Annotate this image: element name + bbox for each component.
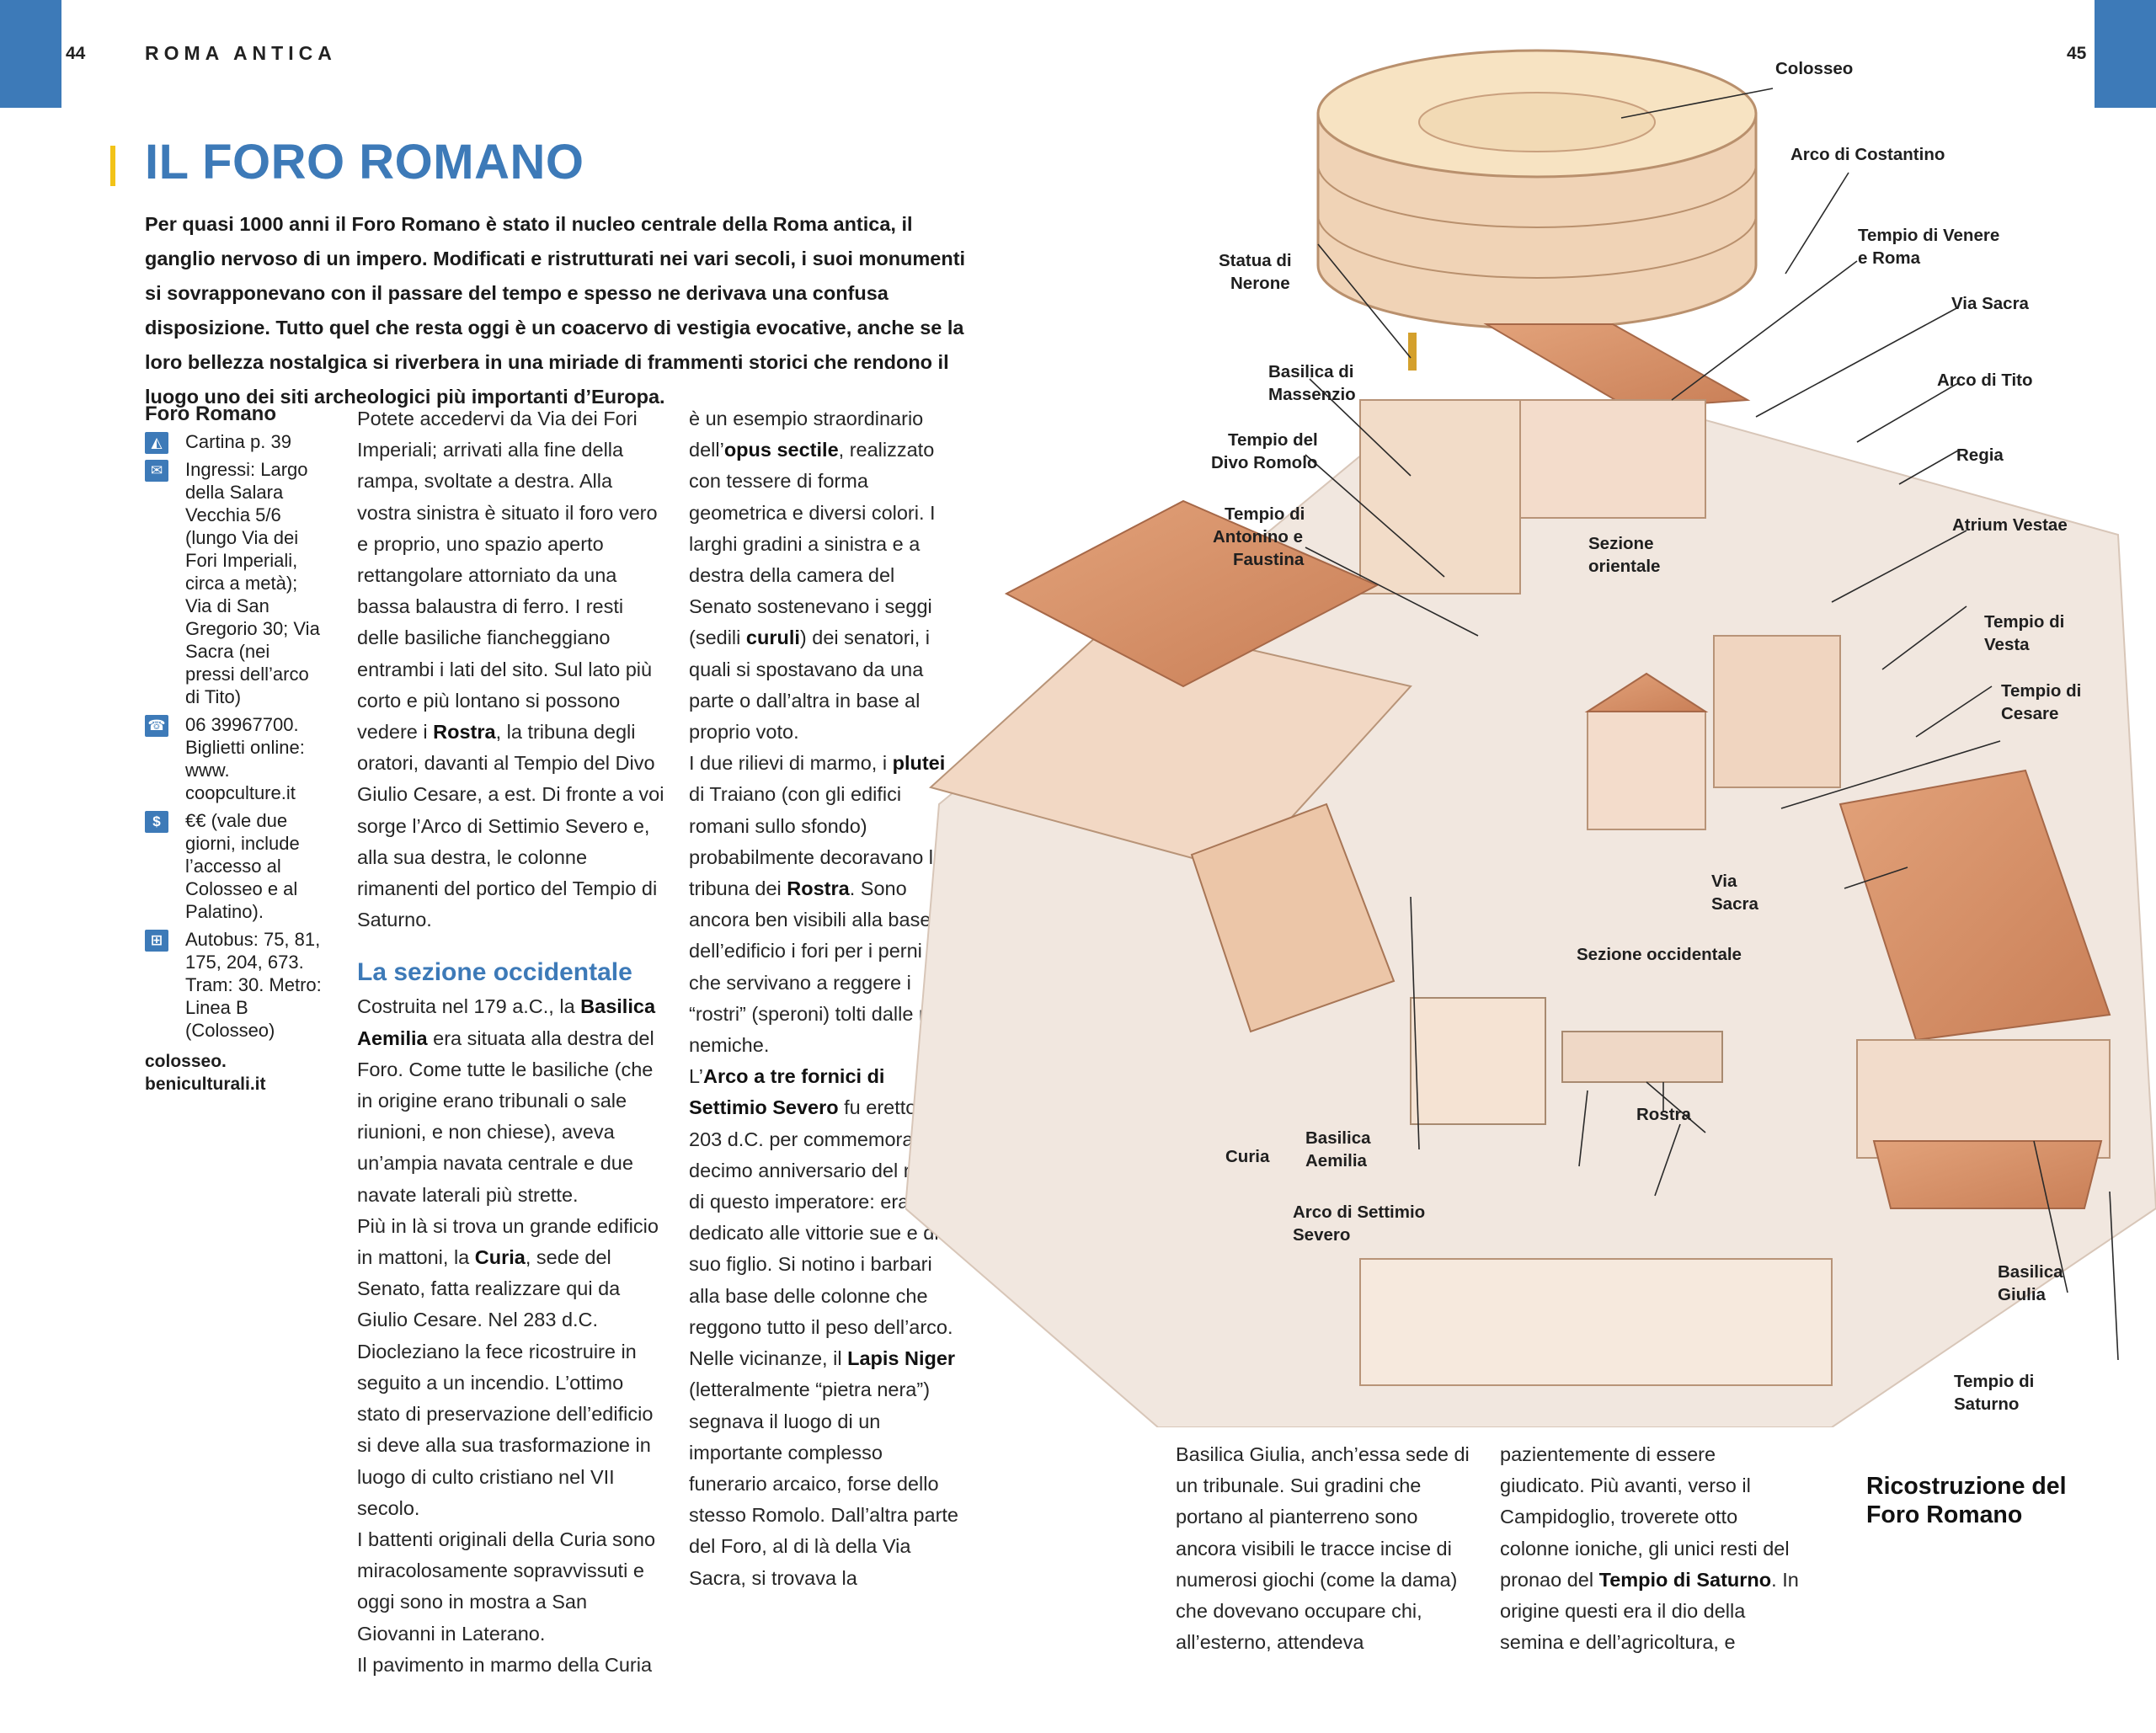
temple-saturn-roof <box>1872 1140 2103 1209</box>
info-row-price: $ €€ (vale due giorni, include l’accesso… <box>145 809 322 923</box>
forum-reconstruction-illustration: Colosseo Arco di Costantino Tempio di Ve… <box>905 49 2156 1427</box>
text-column-5: pazientemente di essere giudicato. Più a… <box>1500 1439 1803 1658</box>
temple-caesar-roof <box>1584 672 1709 712</box>
label-tempio-venere-2: e Roma <box>1858 248 1921 268</box>
section-subheading: La sezione occidentale <box>357 958 632 987</box>
label-via-sacra-1: Via <box>1711 872 1737 891</box>
text-column-3: è un esempio straordinario dell’opus sec… <box>689 403 958 1594</box>
info-row-map: ◭ Cartina p. 39 <box>145 430 322 454</box>
label-tempio-vesta-1: Tempio di <box>1984 612 2064 632</box>
label-divo-romolo-2: Divo Romolo <box>1211 453 1317 472</box>
label-tempio-venere-1: Tempio di Venere <box>1858 226 1999 245</box>
info-heading: Foro Romano <box>145 403 276 425</box>
text-column-4: Basilica Giulia, anch’essa sede di un tr… <box>1176 1439 1470 1658</box>
info-row-phone: ☎ 06 39967700. Biglietti online: www. co… <box>145 713 322 804</box>
info-entrance-text: Ingressi: Largo della Salara Vecchia 5/6… <box>185 459 320 707</box>
transport-icon: ⊞ <box>145 930 168 952</box>
label-curia: Curia <box>1225 1147 1270 1166</box>
map-icon: ◭ <box>145 432 168 454</box>
page-title: IL FORO ROMANO <box>145 135 584 189</box>
label-sezione-orientale-2: orientale <box>1588 557 1660 576</box>
label-giulia-2: Giulia <box>1998 1285 2047 1304</box>
label-sezione-occidentale: Sezione occidentale <box>1577 945 1742 964</box>
info-transport-text: Autobus: 75, 81, 175, 204, 673. Tram: 30… <box>185 929 322 1041</box>
label-massenzio-1: Basilica di <box>1268 362 1353 381</box>
statua-nerone <box>1408 333 1417 371</box>
label-arco-tito: Arco di Tito <box>1937 371 2033 390</box>
label-aemilia-1: Basilica <box>1305 1128 1371 1148</box>
info-row-transport: ⊞ Autobus: 75, 81, 175, 204, 673. Tram: … <box>145 928 322 1042</box>
colosseum-drawing <box>1316 49 1758 330</box>
label-tempio-cesare-1: Tempio di <box>2001 681 2081 701</box>
page-number-left: 44 <box>66 44 86 63</box>
price-icon: $ <box>145 811 168 833</box>
label-via-sacra-top: Via Sacra <box>1951 294 2030 313</box>
tabularium <box>1359 1258 1833 1386</box>
illustration-caption: Ricostruzione del Foro Romano <box>1866 1473 2067 1528</box>
leader-lines <box>1305 88 2119 1361</box>
col2-paragraph-5: Il pavimento in marmo della Curia <box>357 1653 653 1676</box>
label-rostra: Rostra <box>1636 1105 1692 1124</box>
label-antonino-3: Faustina <box>1233 550 1305 569</box>
arch-septimius <box>1410 997 1546 1125</box>
label-settimio-1: Arco di Settimio <box>1293 1202 1425 1222</box>
label-saturno-2: Saturno <box>1954 1394 2019 1414</box>
temple-venus-roof <box>1483 323 1751 410</box>
info-row-entrance: ✉ Ingressi: Largo della Salara Vecchia 5… <box>145 458 322 708</box>
running-title: ROMA ANTICA <box>145 42 337 64</box>
col5-paragraph: pazientemente di essere giudicato. Più a… <box>1500 1443 1799 1654</box>
rostra <box>1561 1031 1723 1083</box>
west-portico-roof <box>1004 499 1380 688</box>
col3-paragraph-2: I due rilievi di marmo, i plutei di Trai… <box>689 752 956 1057</box>
info-price-text: €€ (vale due giorni, include l’accesso a… <box>185 810 300 922</box>
label-statua-nerone-1: Statua di <box>1219 251 1292 270</box>
text-column-2: Potete accedervi da Via dei Fori Imperia… <box>357 403 669 1681</box>
label-tempio-vesta-2: Vesta <box>1984 635 2030 654</box>
label-tempio-cesare-2: Cesare <box>2001 704 2058 723</box>
info-website-link[interactable]: colosseo. beniculturali.it <box>145 1052 266 1094</box>
curia-block <box>1190 803 1396 1033</box>
right-page-tab <box>2095 0 2156 108</box>
label-regia: Regia <box>1956 445 2004 465</box>
intro-paragraph: Per quasi 1000 anni il Foro Romano è sta… <box>145 213 966 408</box>
label-sezione-orientale-1: Sezione <box>1588 534 1653 553</box>
title-marker <box>110 146 115 186</box>
info-phone-text: 06 39967700. Biglietti online: www. coop… <box>185 714 305 803</box>
col3-paragraph-1: è un esempio straordinario dell’opus sec… <box>689 408 936 744</box>
label-antonino-1: Tempio di <box>1225 504 1305 524</box>
regia-block <box>1713 635 1841 788</box>
label-giulia-1: Basilica <box>1998 1262 2063 1282</box>
left-page-tab <box>0 0 61 108</box>
west-portico <box>928 617 1412 873</box>
label-saturno-1: Tempio di <box>1954 1372 2034 1391</box>
basilica-giulia-roof <box>1838 769 2111 1042</box>
entrance-icon: ✉ <box>145 460 168 482</box>
col3-paragraph-3: L’Arco a tre fornici di Settimio Severo … <box>689 1065 958 1589</box>
label-statua-nerone-2: Nerone <box>1230 274 1290 293</box>
label-arco-costantino: Arco di Costantino <box>1790 145 1945 164</box>
label-atrium-vestae: Atrium Vestae <box>1952 515 2068 535</box>
label-antonino-2: Antonino e <box>1213 527 1303 547</box>
col4-paragraph: Basilica Giulia, anch’essa sede di un tr… <box>1176 1443 1470 1654</box>
info-map-text: Cartina p. 39 <box>185 431 291 452</box>
col2-paragraph-2: Costruita nel 179 a.C., la Basilica Aemi… <box>357 995 656 1206</box>
temple-venus-body <box>1511 399 1706 519</box>
col2-paragraph-1: Potete accedervi da Via dei Fori Imperia… <box>357 408 664 931</box>
label-settimio-2: Severo <box>1293 1225 1350 1245</box>
label-aemilia-2: Aemilia <box>1305 1151 1368 1170</box>
col2-paragraph-4: I battenti originali della Curia sono mi… <box>357 1528 656 1645</box>
page-number-right: 45 <box>2067 44 2087 63</box>
massenzio-building <box>1359 399 1521 595</box>
col2-paragraph-3: Più in là si trova un grande edificio in… <box>357 1214 659 1519</box>
label-divo-romolo-1: Tempio del <box>1228 430 1318 450</box>
phone-icon: ☎ <box>145 715 168 737</box>
label-via-sacra-2: Sacra <box>1711 894 1758 914</box>
temple-caesar <box>1587 711 1706 830</box>
label-colosseo: Colosseo <box>1775 59 1853 78</box>
label-massenzio-2: Massenzio <box>1268 385 1356 404</box>
practical-info: Foro Romano ◭ Cartina p. 39 ✉ Ingressi: … <box>145 403 322 1096</box>
